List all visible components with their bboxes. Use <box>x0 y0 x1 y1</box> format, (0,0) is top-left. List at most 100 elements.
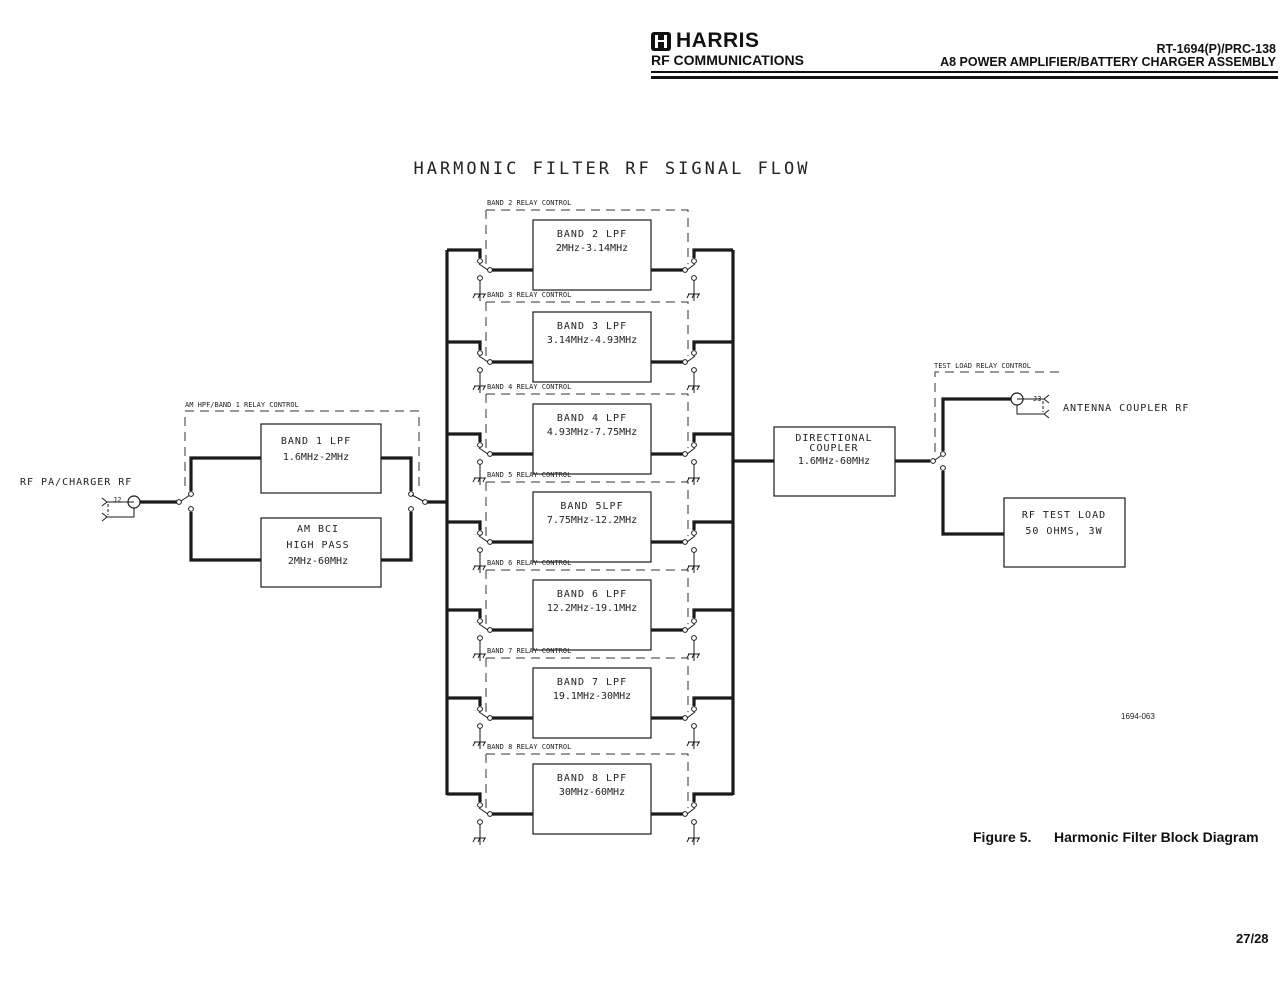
band2-relay-label: BAND 2 RELAY CONTROL <box>487 199 571 207</box>
relay-contact <box>477 442 483 448</box>
band3-lpf-block <box>532 311 652 383</box>
band2-out-ground-icon <box>686 293 690 299</box>
relay-contact <box>188 506 194 512</box>
band5-out-ground-icon <box>691 565 695 571</box>
band4-out-ground-icon <box>686 477 690 483</box>
relay-contact <box>940 451 946 457</box>
band4-in-switch-common <box>487 451 493 457</box>
band3-in-bus-tap <box>447 340 482 350</box>
band7-range: 19.1MHz-30MHz <box>553 691 631 702</box>
band6-out-bus-tap <box>692 608 733 618</box>
band8-in-bus-tap <box>447 792 482 802</box>
band3-relay-label: BAND 3 RELAY CONTROL <box>487 291 571 299</box>
band8-in-switch-arm <box>478 807 489 815</box>
band3-relay-control-boundary <box>486 301 689 356</box>
test-load-line1: RF TEST LOAD <box>1022 510 1106 521</box>
band4-out-switch-common <box>682 451 688 457</box>
band5-range: 7.75MHz-12.2MHz <box>547 515 637 526</box>
relay-contact <box>691 547 697 553</box>
band6-out-ground-icon <box>691 653 695 659</box>
am-bci-line3: 2MHz-60MHz <box>288 556 348 567</box>
relay-contact <box>691 367 697 373</box>
relay-contact <box>691 258 697 264</box>
model-number: RT-1694(P)/PRC-138 <box>1156 42 1277 56</box>
band7-name: BAND 7 LPF <box>557 677 627 688</box>
band5-out-ground-icon <box>686 565 690 571</box>
band2-relay-control-boundary <box>486 209 689 264</box>
band1-range: 1.6MHz-2MHz <box>283 452 349 463</box>
band4-range: 4.93MHz-7.75MHz <box>547 427 637 438</box>
band8-out-switch-common <box>682 811 688 817</box>
assembly-name: A8 POWER AMPLIFIER/BATTERY CHARGER ASSEM… <box>940 55 1276 69</box>
relay-contact <box>477 258 483 264</box>
band5-in-ground-icon <box>482 565 486 571</box>
am-bci-out-wire <box>381 512 413 562</box>
band8-lpf-block <box>532 763 652 835</box>
band6-relay-label: BAND 6 RELAY CONTROL <box>487 559 571 567</box>
figure-title: Harmonic Filter Block Diagram <box>1054 829 1259 845</box>
test-load-switch-common <box>930 458 936 464</box>
band3-range: 3.14MHz-4.93MHz <box>547 335 637 346</box>
input-connector-icon <box>101 497 108 507</box>
test-load-path-wire <box>941 471 1004 536</box>
band2-in-switch-common <box>487 267 493 273</box>
band6-out-ground-icon <box>686 653 690 659</box>
band7-in-switch-arm <box>478 711 489 719</box>
front-switch-common <box>176 499 182 505</box>
band4-relay-control-boundary <box>486 393 689 448</box>
relay-contact <box>691 635 697 641</box>
relay-contact <box>691 442 697 448</box>
relay-contact <box>477 530 483 536</box>
relay-contact <box>477 350 483 356</box>
band5-out-switch-common <box>682 539 688 545</box>
drawing-id: 1694-063 <box>1121 712 1155 721</box>
test-load-relay-label: TEST LOAD RELAY CONTROL <box>934 362 1031 370</box>
band6-in-switch-common <box>487 627 493 633</box>
front-out-switch-arm <box>411 494 424 502</box>
band2-lpf-block <box>532 219 652 291</box>
band6-relay-control-boundary <box>486 569 689 624</box>
relay-contact <box>477 275 483 281</box>
band2-name: BAND 2 LPF <box>557 229 627 240</box>
band7-out-switch-common <box>682 715 688 721</box>
division-name: RF COMMUNICATIONS <box>651 52 804 68</box>
band5-out-bus-tap <box>692 520 733 530</box>
header-rule-thick <box>651 76 1278 79</box>
band1-in-wire <box>189 456 261 491</box>
coupler-line1: DIRECTIONAL <box>795 433 872 444</box>
relay-contact <box>477 367 483 373</box>
input-label: RF PA/CHARGER RF <box>20 477 132 488</box>
band4-in-bus-tap <box>447 432 482 442</box>
band6-in-ground-icon <box>477 653 481 659</box>
band5-in-ground-icon <box>472 565 476 571</box>
am-bci-line1: AM BCI <box>297 524 339 535</box>
band3-in-ground-icon <box>472 385 476 391</box>
output-connector-icon <box>1043 394 1050 404</box>
band8-out-switch-arm <box>686 807 696 815</box>
band8-in-switch-common <box>487 811 493 817</box>
band8-out-ground-icon <box>686 837 690 843</box>
band5-name: BAND 5LPF <box>560 501 623 512</box>
band6-in-switch-arm <box>478 623 489 631</box>
relay-contact <box>691 350 697 356</box>
relay-contact <box>691 530 697 536</box>
relay-contact <box>477 819 483 825</box>
harris-logo-wave <box>655 40 667 45</box>
band3-in-switch-arm <box>478 355 489 363</box>
band8-in-ground-icon <box>482 837 486 843</box>
band4-lpf-block <box>532 403 652 475</box>
band8-in-ground-icon <box>472 837 476 843</box>
band1-name: BAND 1 LPF <box>281 436 351 447</box>
band3-out-ground-icon <box>691 385 695 391</box>
relay-contact <box>691 275 697 281</box>
antenna-path-wire <box>941 397 1011 451</box>
band8-range: 30MHz-60MHz <box>559 787 625 798</box>
front-relay-label: AM HPF/BAND 1 RELAY CONTROL <box>185 401 299 409</box>
band3-out-ground-icon <box>686 385 690 391</box>
band4-in-ground-icon <box>477 477 481 483</box>
band7-in-bus-tap <box>447 696 482 706</box>
am-bci-line2: HIGH PASS <box>286 540 349 551</box>
band2-in-bus-tap <box>447 248 482 258</box>
relay-contact <box>477 618 483 624</box>
band2-in-ground-icon <box>482 293 486 299</box>
